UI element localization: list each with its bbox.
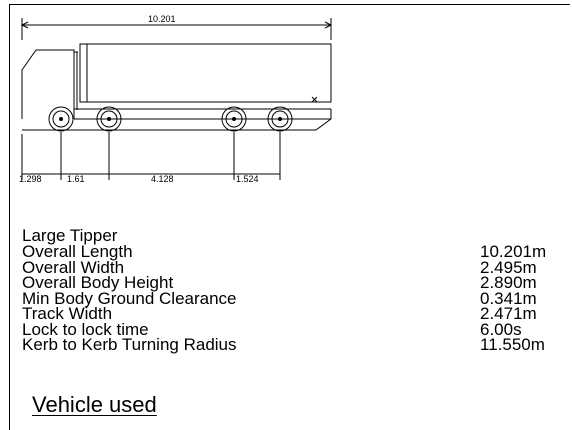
vehicle-type-title: Large Tipper <box>22 226 118 245</box>
dimension-wheelbase-1: 1.61 <box>67 174 85 184</box>
axle-dimension-chain <box>21 132 281 180</box>
dimension-wheelbase-2: 4.128 <box>151 174 174 184</box>
dimension-rear-axle-spread: 1.524 <box>236 174 259 184</box>
spec-label: Track Width <box>22 304 113 323</box>
vehicle-side-elevation-drawing: 10.201 1.298 <box>19 14 333 184</box>
spec-label: Overall Length <box>22 242 133 261</box>
spec-row-overall-body-height: Overall Body Height 2.890m <box>22 273 562 292</box>
vehicle-used-caption: Vehicle used <box>32 392 157 417</box>
spec-label: Kerb to Kerb Turning Radius <box>22 335 237 354</box>
spec-value: 11.550m <box>480 335 545 354</box>
spec-value: 10.201m <box>480 242 547 261</box>
spec-row-track-width: Track Width 2.471m <box>22 304 562 323</box>
spec-value: 2.471m <box>480 304 537 323</box>
spec-row-lock-to-lock-time: Lock to lock time 6.00s <box>22 319 562 339</box>
wheel-rear-1 <box>221 106 247 132</box>
drawing-frame <box>9 4 570 430</box>
vehicle-specifications: Large Tipper Overall Length 10.201m Over… <box>22 226 562 354</box>
spec-value: 2.890m <box>480 273 537 292</box>
spec-label: Overall Body Height <box>22 273 174 292</box>
wheel-rear-2 <box>267 106 293 132</box>
spec-row-turning-radius: Kerb to Kerb Turning Radius 11.550m <box>22 335 562 354</box>
spec-value: 6.00s <box>480 319 522 339</box>
wheel-drive <box>96 106 122 132</box>
spec-row-min-body-ground-clearance: Min Body Ground Clearance 0.341m <box>22 288 562 308</box>
spec-value: 0.341m <box>480 288 537 308</box>
spec-row-overall-width: Overall Width 2.495m <box>22 257 562 277</box>
spec-value: 2.495m <box>480 257 537 277</box>
overall-length-label: 10.201 <box>148 14 176 24</box>
spec-row-overall-length: Overall Length 10.201m <box>22 242 562 261</box>
spec-label: Lock to lock time <box>22 319 149 339</box>
overall-length-dimension <box>20 18 333 40</box>
spec-label: Overall Width <box>22 257 125 277</box>
dimension-front-overhang: 1.298 <box>19 174 42 184</box>
wheel-front <box>48 106 74 132</box>
spec-label: Min Body Ground Clearance <box>22 288 237 308</box>
